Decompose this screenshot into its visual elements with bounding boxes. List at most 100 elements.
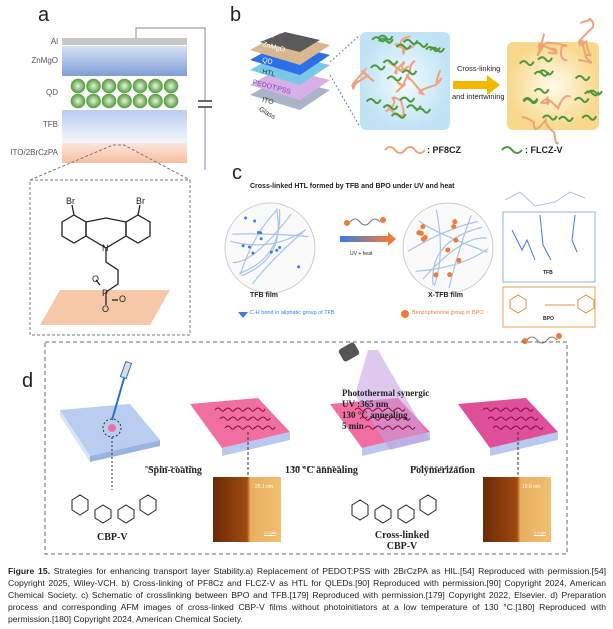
condition-text: 5 min (342, 421, 364, 431)
quantum-dot (117, 93, 132, 109)
cbp-v-curl (404, 425, 416, 430)
panel-d-graphics (44, 341, 568, 555)
flcz-v-chain (378, 37, 394, 44)
flcz-v-chain (382, 104, 399, 111)
panel-a-label: a (38, 4, 50, 26)
legend-pf8cz: : PF8CZ (427, 145, 462, 155)
bond-site (253, 219, 257, 223)
figure-caption: Figure 15. Strategies for enhancing tran… (8, 565, 606, 625)
flcz-v-chain (365, 98, 382, 105)
arrow-text: Cross-linking (457, 64, 501, 73)
afm-height-2: 19.6 nm (522, 484, 541, 490)
cbp-v-molecules (71, 494, 437, 524)
atom-label: N (102, 243, 109, 253)
cbp-v-curl (522, 425, 534, 430)
flcz-v-chain (558, 115, 574, 122)
cbp-v-curl (492, 407, 504, 412)
panel-c-graphics (224, 191, 596, 344)
quantum-dot (132, 93, 148, 109)
label-line: Cross-linked (374, 530, 430, 541)
legend-flcz-v: : FLCZ-V (525, 145, 563, 155)
cbp-v-curl (239, 416, 251, 421)
quantum-dot (101, 93, 117, 109)
flcz-v-chain (587, 89, 603, 96)
cbp-v-curl (374, 407, 386, 412)
flcz-v-chain (382, 59, 399, 66)
polymer-chain (230, 229, 306, 246)
flcz-v-chain (518, 60, 535, 67)
polymer-chain (432, 226, 483, 286)
cbp-v-curl (384, 425, 396, 430)
conditions: Photothermal synergic UV :365 nm 130 °C … (342, 388, 429, 432)
panel-d-label: d (22, 370, 34, 392)
atom-label: O (119, 294, 127, 304)
cbp-v-curl (254, 425, 266, 430)
panel-b-label: b (230, 4, 242, 26)
layer-label: TFB (42, 120, 58, 129)
flcz-v-chain (542, 114, 558, 121)
tfb-film-label: TFB film (250, 292, 278, 299)
flcz-v-chain (412, 41, 429, 48)
pf8cz-chain (578, 39, 593, 64)
cbp-v-curl (487, 416, 499, 421)
arrow-text: and intertwining (452, 92, 505, 101)
flcz-v-chain (371, 36, 388, 43)
bond-site (451, 224, 457, 230)
legend-ch-bond: C-H bond in aliphatic group of TFB (250, 310, 335, 316)
cbp-v-curl (359, 416, 371, 421)
flcz-v-chain (377, 34, 394, 41)
bond-site (433, 272, 439, 278)
flcz-v-chain (395, 43, 412, 50)
cbp-v-curl (482, 407, 494, 412)
bond-site (259, 237, 263, 241)
flcz-v-chain (533, 87, 550, 94)
polymer-chain (418, 220, 488, 253)
polymer-chain (232, 213, 292, 264)
cbp-v-curl (234, 425, 246, 430)
uv-heat-label: UV + heat (350, 251, 373, 257)
flcz-v-chain (573, 96, 590, 103)
device-stack-b (250, 17, 603, 154)
polymer-chain (407, 220, 479, 252)
condition-text: Photothermal synergic (342, 388, 430, 398)
pf8cz-chain (540, 94, 572, 111)
quantum-dot (148, 78, 163, 94)
condition-text: UV :365 nm (342, 399, 389, 409)
quantum-dot (70, 93, 86, 109)
polymer-chain (239, 208, 279, 275)
pf8cz-chain (385, 96, 405, 117)
figure-number: Figure 15. (8, 566, 50, 576)
bond-site (452, 219, 458, 225)
x-tfb-film-label: X-TFB film (428, 292, 463, 299)
atom-label: O (92, 274, 100, 284)
bond-site (445, 247, 451, 253)
bond-site (297, 265, 301, 269)
quantum-dot (163, 78, 179, 94)
quantum-dot (86, 78, 101, 94)
cbp-v-curl (512, 407, 524, 412)
cbp-v-curl (354, 407, 366, 412)
pf8cz-chain (351, 67, 375, 90)
flcz-v-chain (533, 70, 550, 77)
quantum-dot (117, 78, 132, 94)
bond-site (453, 237, 459, 243)
bpo-structure-label: BPO (543, 316, 554, 322)
cbp-v-curl (527, 416, 539, 421)
cbp-v-curl (214, 407, 226, 412)
pf8cz-chain (388, 60, 410, 75)
pf8cz-chain (536, 41, 568, 62)
bond-site (278, 245, 282, 249)
bond-site (447, 272, 453, 278)
bond-site (247, 245, 251, 249)
bond-site (257, 231, 261, 235)
flcz-v-chain (522, 96, 539, 104)
device-stack-a (29, 27, 212, 336)
cbp-v-curl (224, 425, 236, 430)
cbp-v-curl (244, 425, 256, 430)
cbp-v-curl (512, 425, 524, 430)
polymer-chain (238, 209, 281, 275)
afm-scale-2: 1.0 µm (534, 530, 547, 536)
step-annealing: 130 °C annealing (285, 465, 358, 476)
cbp-v-curl (517, 416, 529, 421)
